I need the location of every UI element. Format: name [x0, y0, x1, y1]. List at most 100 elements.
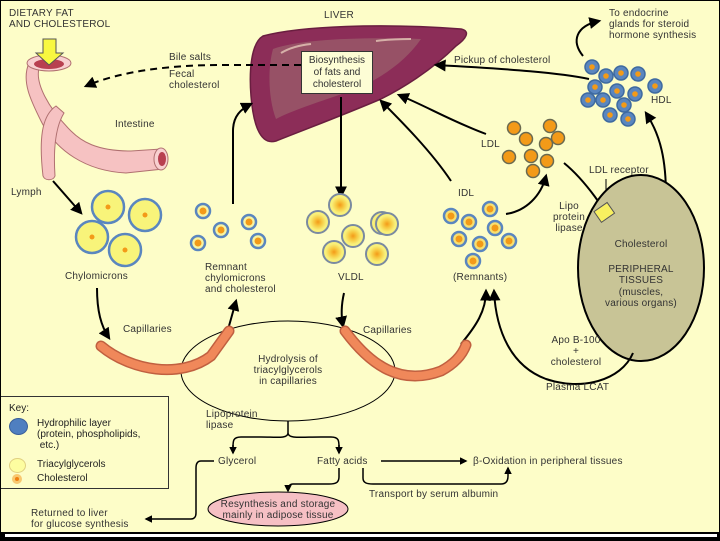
- intestine-illustration: [25, 38, 169, 181]
- vldl-particle: [365, 242, 389, 266]
- peripheral-tissue-ellipse: [577, 174, 705, 362]
- idl-core: [486, 205, 494, 213]
- ldl-particle: [539, 153, 555, 169]
- chylomicron-core: [142, 212, 148, 218]
- bile-salts-arrow: [83, 64, 301, 88]
- remnant-core: [254, 237, 262, 245]
- ldl-label: LDL: [481, 139, 500, 150]
- hdl-core: [652, 83, 658, 89]
- key-hydrophilic-label: Hydrophilic layer (protein, phospholipid…: [37, 418, 141, 451]
- key-title: Key:: [9, 403, 30, 414]
- fatty-acid-to-resynthesis-arrow: [284, 468, 340, 493]
- lipase-split-lines: [232, 421, 340, 448]
- hdl-core: [592, 84, 598, 90]
- ldl-particle: [501, 149, 517, 165]
- idl-core: [476, 240, 484, 248]
- ldl-particle: [523, 148, 539, 164]
- capillaries-right-label: Capillaries: [363, 325, 412, 336]
- transport-albumin-label: Transport by serum albumin: [369, 489, 499, 500]
- ldl-to-liver-arrow: [396, 93, 487, 135]
- dietary-fat-label: DIETARY FAT AND CHOLESTEROL: [9, 8, 111, 30]
- key-cholesterol-label: Cholesterol: [37, 473, 88, 484]
- chylomicrons-label: Chylomicrons: [65, 271, 128, 282]
- chylomicron-core: [122, 247, 128, 253]
- hdl-label: HDL: [651, 95, 672, 106]
- hdl-core: [618, 70, 624, 76]
- remnant-core: [245, 218, 253, 226]
- capillary-left-inner: [97, 327, 233, 374]
- vldl-label: VLDL: [338, 272, 364, 283]
- albumin-transport-arrow: [362, 466, 512, 485]
- apo-b100-label: Apo B-100 + cholesterol: [550, 335, 602, 368]
- triacylglycerol-swatch: [9, 458, 26, 473]
- fecal-cholesterol-label: Fecal cholesterol: [169, 69, 220, 91]
- remnant-core: [199, 207, 207, 215]
- ldl-particle: [542, 118, 558, 134]
- remnant-to-liver-arrow: [232, 102, 254, 204]
- plasma-lcat-label: Plasma LCAT: [546, 382, 610, 393]
- idl-core: [491, 224, 499, 232]
- endocrine-arrow: [575, 17, 602, 57]
- bottom-border-inner: [4, 533, 718, 538]
- vldl-particle: [322, 240, 346, 264]
- hdl-core: [614, 88, 620, 94]
- lcat-loop-arrow: [488, 288, 634, 385]
- capillaries-to-remnant-arrow: [227, 298, 240, 327]
- bile-salts-label: Bile salts: [169, 52, 212, 63]
- hdl-core: [635, 71, 641, 77]
- ldl-particle: [550, 130, 566, 146]
- hdl-core: [621, 102, 627, 108]
- ldl-particle: [525, 163, 541, 179]
- lipoprotein-lipase-bottom-label: Lipoprotein lipase: [206, 409, 258, 431]
- resynthesis-label: Resynthesis and storage mainly in adipos…: [220, 499, 336, 521]
- idl-core: [447, 212, 455, 220]
- vldl-particle: [375, 212, 399, 236]
- resynthesis-ellipse: [207, 491, 349, 527]
- chylomicron-core: [89, 234, 95, 240]
- chylomicron-core: [105, 204, 111, 210]
- ldl-receptor-label: LDL receptor: [589, 165, 649, 176]
- hdl-pickup-arrow: [433, 59, 590, 80]
- biosynthesis-box: Biosynthesis of fats and cholesterol: [301, 51, 373, 94]
- idl-label: IDL: [458, 188, 475, 199]
- hdl-core: [585, 97, 591, 103]
- intestine-label: Intestine: [115, 119, 155, 130]
- idl-to-ldl-arrow: [505, 173, 550, 215]
- peripheral-tissues-subtitle: (muscles, various organs): [605, 287, 677, 309]
- fatty-acids-label: Fatty acids: [317, 456, 368, 467]
- hydrolysis-label: Hydrolysis of triacylglycerols in capill…: [253, 354, 323, 387]
- hdl-core: [603, 73, 609, 79]
- remnant-chylomicrons-label: Remnant chylomicrons and cholesterol: [205, 262, 276, 295]
- glycerol-return-arrow: [144, 460, 214, 523]
- capillaries-to-remnants-arrow: [460, 288, 492, 345]
- remnant-core: [217, 226, 225, 234]
- capillary-right-inner: [341, 327, 470, 380]
- vldl-particle: [328, 193, 352, 217]
- lipoprotein-lipase-right-label: Lipo protein lipase: [553, 201, 585, 234]
- idl-core: [465, 218, 473, 226]
- liver-label: LIVER: [324, 10, 354, 21]
- idl-core: [469, 257, 477, 265]
- hdl-core: [607, 112, 613, 118]
- remnant-core: [194, 239, 202, 247]
- pickup-cholesterol-label: Pickup of cholesterol: [454, 55, 551, 66]
- hdl-core: [589, 64, 595, 70]
- key-triacylglycerols-label: Triacylglycerols: [37, 459, 106, 470]
- vldl-to-capillaries-arrow: [335, 292, 348, 329]
- legend-key: Key: Hydrophilic layer (protein, phospho…: [1, 396, 169, 489]
- vldl-particle: [306, 210, 330, 234]
- ldl-particle: [506, 120, 522, 136]
- hdl-core: [625, 116, 631, 122]
- cholesterol-swatch: [12, 474, 22, 484]
- idl-core: [455, 235, 463, 243]
- peripheral-tissues-title: PERIPHERAL TISSUES: [608, 264, 674, 286]
- chylomicrons-to-capillaries-arrow: [96, 287, 111, 340]
- ldl-particle: [538, 136, 554, 152]
- returned-to-liver-label: Returned to liver for glucose synthesis: [31, 508, 129, 530]
- lymph-label: Lymph: [11, 187, 42, 198]
- peripheral-cholesterol-label: Cholesterol: [614, 239, 668, 250]
- endocrine-label: To endocrine glands for steroid hormone …: [609, 8, 697, 41]
- idl-to-liver-arrow: [379, 99, 452, 182]
- particle-groups: [74, 59, 663, 270]
